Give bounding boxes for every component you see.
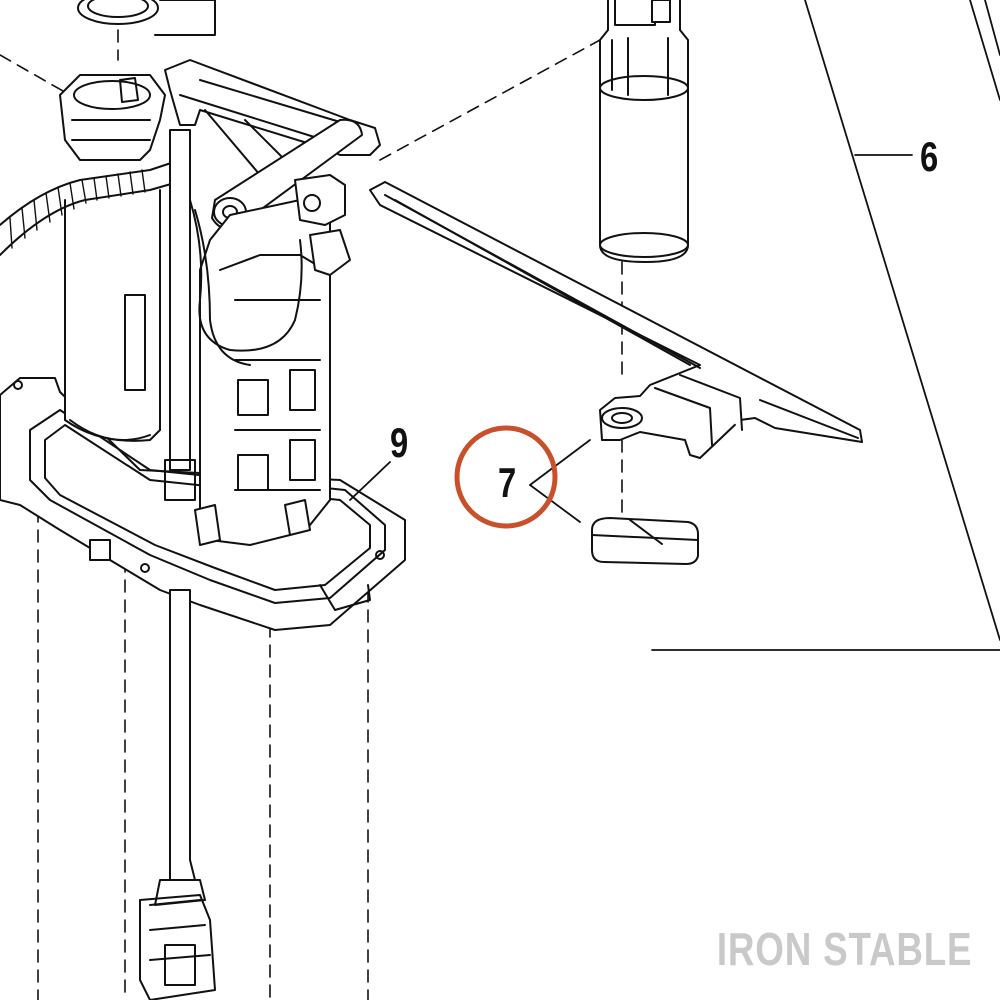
callout-7: 7 bbox=[498, 459, 517, 506]
leader-lines-7 bbox=[529, 439, 591, 523]
leader-lines-6 bbox=[651, 0, 1000, 651]
fuel-pump-module bbox=[0, 59, 406, 1000]
highlight-circle bbox=[454, 425, 558, 529]
pump-bracket-arm bbox=[369, 181, 863, 459]
callout-box-top bbox=[154, 0, 216, 36]
callout-9: 9 bbox=[390, 419, 409, 466]
o-ring-top bbox=[77, 0, 159, 25]
item-7-pad bbox=[591, 517, 699, 565]
alignment-lines bbox=[0, 29, 623, 1000]
watermark-logo: IRON STABLE bbox=[716, 923, 972, 975]
callout-6: 6 bbox=[920, 133, 939, 180]
leader-line-9 bbox=[349, 461, 391, 501]
fuel-pump bbox=[599, 0, 689, 263]
